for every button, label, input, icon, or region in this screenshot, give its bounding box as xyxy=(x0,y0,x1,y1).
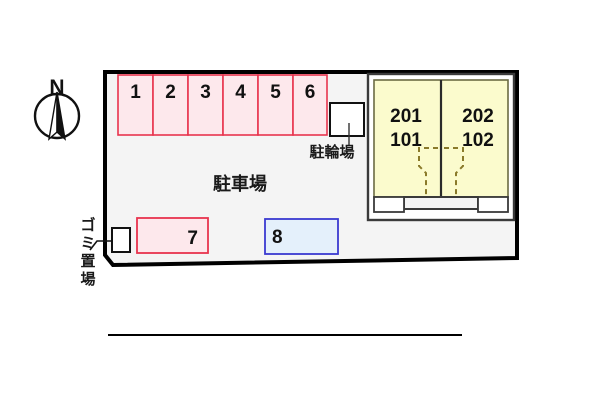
parking-stalls-top-row: 1 2 3 4 5 6 xyxy=(117,74,328,136)
parking-stall-2-label: 2 xyxy=(165,82,176,103)
entry-path-right xyxy=(444,147,464,197)
balcony-right xyxy=(477,196,509,213)
parking-stall-5-label: 5 xyxy=(270,82,281,103)
garbage-area-label-char-4: 場 xyxy=(80,270,95,288)
parking-stalls-bottom-row: 7 8 xyxy=(136,217,339,255)
garbage-area-label-char-2: ミ xyxy=(80,234,95,252)
parking-stall-4[interactable]: 4 xyxy=(222,74,259,136)
garbage-area-label-char-1: ゴ xyxy=(80,216,95,234)
parking-stall-7-label: 7 xyxy=(187,228,198,249)
building-entrance-recess xyxy=(403,196,479,210)
unit-label-202: 202 xyxy=(462,106,494,127)
garbage-area-leader-line xyxy=(89,240,112,251)
bicycle-parking[interactable]: 駐輪場 xyxy=(309,102,365,161)
parking-stall-7[interactable]: 7 xyxy=(136,217,209,254)
parking-stall-6-label: 6 xyxy=(305,82,316,103)
parking-stall-6[interactable]: 6 xyxy=(292,74,328,136)
parking-stall-1-label: 1 xyxy=(130,82,141,103)
garbage-area[interactable]: ゴ ミ 置 場 xyxy=(80,216,131,288)
parking-stall-5[interactable]: 5 xyxy=(257,74,294,136)
parking-stall-2[interactable]: 2 xyxy=(152,74,189,136)
garbage-area-rect[interactable] xyxy=(111,227,131,253)
parking-stall-7-rect[interactable] xyxy=(136,217,209,254)
parking-stall-6-rect[interactable] xyxy=(292,74,328,136)
parking-stall-4-rect[interactable] xyxy=(222,74,259,136)
parking-stall-3-rect[interactable] xyxy=(187,74,224,136)
parking-stall-5-rect[interactable] xyxy=(257,74,294,136)
compass-needle-dark xyxy=(56,91,67,141)
balcony-left xyxy=(373,196,405,213)
parking-area-label: 駐車場 xyxy=(213,173,267,195)
apartment-building[interactable]: 201 101 202 102 xyxy=(366,72,516,222)
bicycle-parking-label: 駐輪場 xyxy=(309,143,354,161)
unit-label-102: 102 xyxy=(462,130,494,151)
parking-stall-3-label: 3 xyxy=(200,82,211,103)
compass-north-label: N xyxy=(49,76,64,99)
parking-stall-1-rect[interactable] xyxy=(117,74,154,136)
north-arrow: N xyxy=(33,76,81,141)
unit-label-101: 101 xyxy=(390,130,422,151)
unit-label-201: 201 xyxy=(390,106,422,127)
entry-path-left xyxy=(418,147,438,197)
parking-stall-8-rect[interactable] xyxy=(264,218,339,255)
garbage-area-label-char-3: 置 xyxy=(80,252,95,270)
parking-stall-3[interactable]: 3 xyxy=(187,74,224,136)
parking-stall-1[interactable]: 1 xyxy=(117,74,154,136)
bicycle-parking-rect[interactable] xyxy=(329,102,365,137)
parking-stall-8-label: 8 xyxy=(272,227,283,248)
parking-stall-8[interactable]: 8 xyxy=(264,218,339,255)
parking-stall-4-label: 4 xyxy=(235,82,246,103)
